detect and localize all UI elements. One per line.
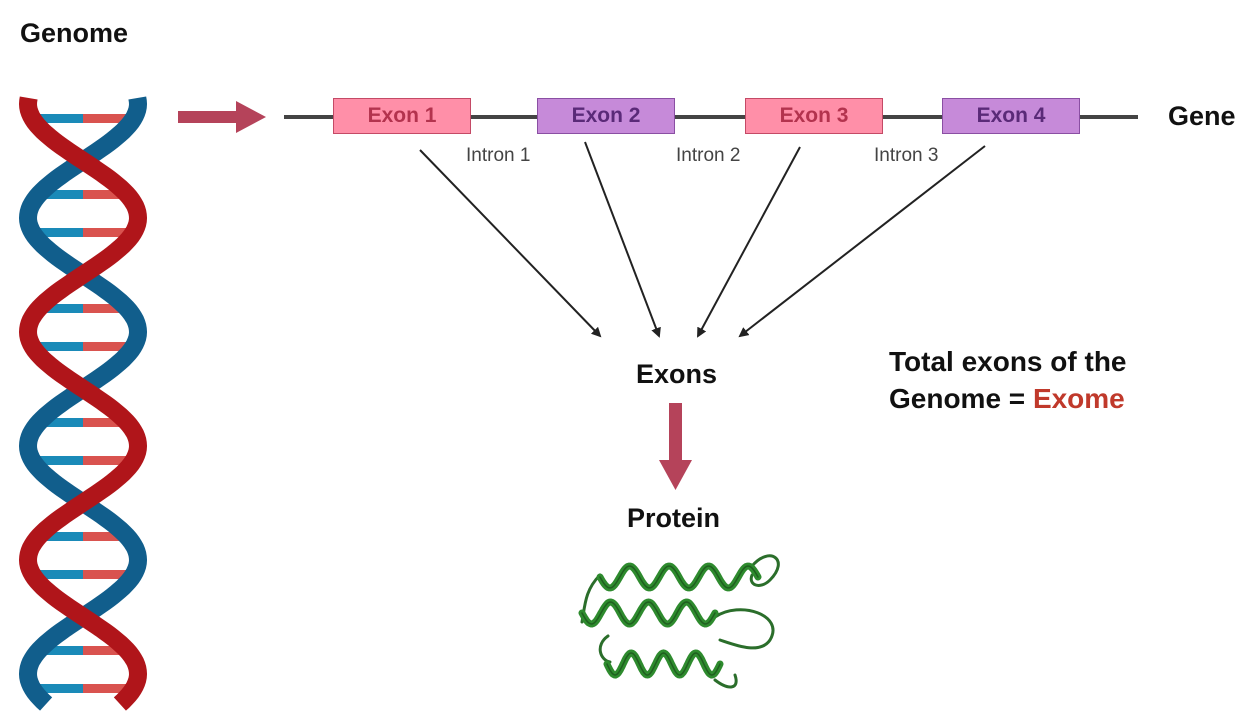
exome-line-2: Genome = Exome xyxy=(889,380,1127,417)
exon-4-box: Exon 4 xyxy=(942,98,1080,134)
protein-helix-2 xyxy=(578,598,719,628)
dna-rung-blue xyxy=(39,646,83,655)
arrow-exon2 xyxy=(584,141,661,338)
exons-label: Exons xyxy=(636,359,718,389)
dna-rung-blue xyxy=(39,532,83,541)
dna-rung-red xyxy=(83,190,127,199)
gene-label: Gene xyxy=(1168,101,1236,131)
protein-loop-mid xyxy=(598,634,612,664)
protein-loop-top xyxy=(749,554,780,587)
exon-3-box: Exon 3 xyxy=(745,98,883,134)
protein-label: Protein xyxy=(627,503,721,533)
dna-rung-blue xyxy=(32,684,83,693)
dna-rung-blue xyxy=(39,190,83,199)
exon-collection-arrows xyxy=(419,141,986,338)
dna-rung-blue xyxy=(32,456,83,465)
genome-to-gene-arrow xyxy=(178,101,266,133)
dna-rung-red xyxy=(83,532,127,541)
dna-rung-blue xyxy=(32,570,83,579)
exome-word: Exome xyxy=(1032,383,1125,414)
exon-2-box: Exon 2 xyxy=(537,98,675,134)
genome-title: Genome xyxy=(20,18,129,48)
dna-strand-red xyxy=(18,96,148,711)
exome-line-2-prefix: Genome = xyxy=(889,383,1033,414)
protein-helix-2-edge xyxy=(581,601,716,625)
dna-rung-red xyxy=(83,228,134,237)
dna-rung-red xyxy=(83,114,134,123)
exon-1-box: Exon 1 xyxy=(333,98,471,134)
dna-rung-red xyxy=(83,456,134,465)
dna-rung-red xyxy=(83,304,127,313)
dna-rung-blue xyxy=(32,114,83,123)
dna-double-helix-icon xyxy=(18,96,148,711)
exome-line-1: Total exons of the xyxy=(889,346,1127,377)
protein-helix-icon xyxy=(578,554,780,689)
arrow-exon4 xyxy=(738,145,986,338)
protein-helix-3-edge xyxy=(606,652,721,676)
intron-2-label: Intron 2 xyxy=(676,145,741,166)
dna-rung-blue xyxy=(39,418,83,427)
arrow-exon3 xyxy=(697,146,801,338)
dna-rung-red xyxy=(83,342,134,351)
exons-to-protein-arrow xyxy=(659,403,692,490)
dna-rung-red xyxy=(83,570,134,579)
protein-loop-right xyxy=(713,608,775,650)
intron-3-label: Intron 3 xyxy=(874,145,939,166)
dna-strand-blue xyxy=(18,96,148,711)
dna-rung-red xyxy=(83,646,127,655)
protein-helix-1-edge xyxy=(599,565,759,589)
dna-rung-blue xyxy=(32,228,83,237)
arrow-exon1 xyxy=(419,149,602,338)
dna-rung-blue xyxy=(32,342,83,351)
dna-rung-red xyxy=(83,684,134,693)
dna-rung-red xyxy=(83,418,127,427)
intron-1-label: Intron 1 xyxy=(466,145,531,166)
dna-rung-blue xyxy=(39,304,83,313)
exome-definition: Total exons of the Genome = Exome xyxy=(889,343,1127,417)
protein-loop-bottom xyxy=(713,673,738,689)
